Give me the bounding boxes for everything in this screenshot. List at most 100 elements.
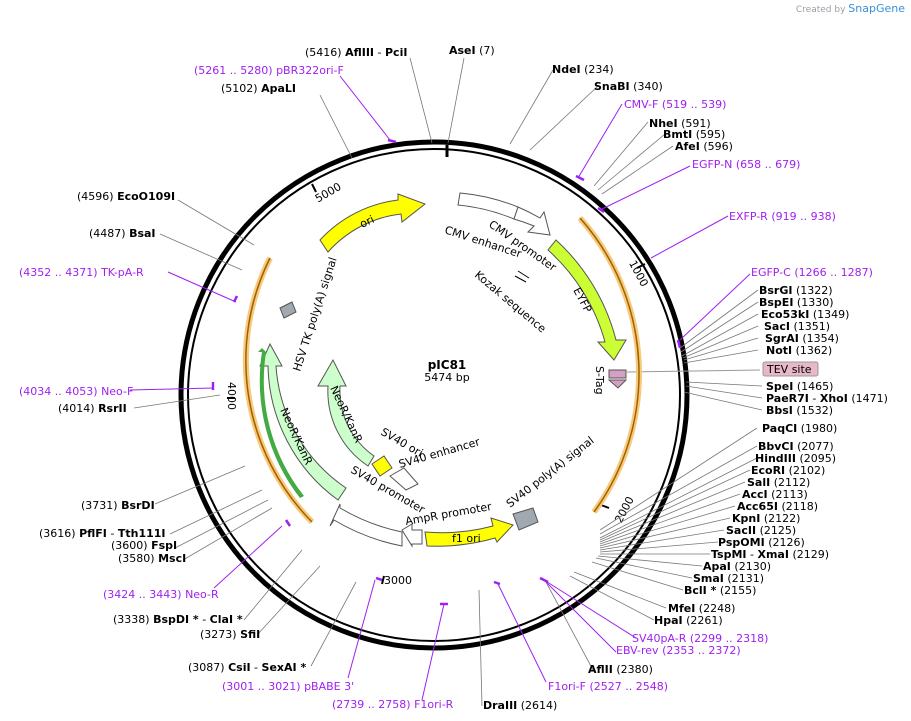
enzyme-pos: (2155) [720,584,757,597]
feature-cmv-promoter[interactable] [513,206,551,236]
svg-text:EGFP-N (658 .. 679): EGFP-N (658 .. 679) [692,158,800,171]
svg-text:Acc65I (2118): Acc65I (2118) [737,500,818,513]
snapgene-credit: Created by SnapGene [796,2,905,15]
enzyme-name: ApaI [703,560,731,573]
enzyme-pos: (1330) [797,296,834,309]
enzyme-name: Eco53kI [761,308,809,321]
enzyme-pos: (2077) [797,440,834,453]
enzyme-pos: (2113) [771,488,808,501]
feature-sv40-enhancer[interactable] [389,467,419,491]
svg-text:KpnI (2122): KpnI (2122) [732,512,800,525]
enzyme-pos: (3731) [81,499,118,512]
primer-name: pBABE 3' [304,680,354,693]
svg-text:AccI (2113): AccI (2113) [742,488,808,501]
primer-name: EBV-rev [616,644,659,657]
svg-text:(5261 .. 5280) pBR322ori-F: (5261 .. 5280) pBR322ori-F [194,64,344,77]
feature-f1-ori[interactable] [424,517,514,547]
primer-name: EGFP-N [692,158,732,171]
svg-text:(4034 .. 4053) Neo-F: (4034 .. 4053) Neo-F [19,385,133,398]
svg-text:EBV-rev (2353 .. 2372): EBV-rev (2353 .. 2372) [616,644,741,657]
enzyme-name: BmtI [663,128,692,141]
feature-sv40-polya[interactable] [512,507,539,531]
feature-hsv-tk[interactable] [279,301,297,319]
label-sv40-polya: SV40 poly(A) signal [504,434,597,510]
svg-text:AflII (2380): AflII (2380) [588,663,653,676]
enzyme-name: NdeI [552,63,581,76]
svg-text:AfeI (596): AfeI (596) [675,140,733,153]
enzyme-name: BsaI [129,227,155,240]
enzyme-name: HpaI [654,614,683,627]
credit-text: Created by [795,5,846,15]
tev-site-box[interactable] [762,361,819,377]
feature-orange-arc-right [579,217,640,513]
enzyme-pos: (5102) [221,82,258,95]
label-ori: ori [358,213,376,231]
enzyme-pos: (234) [584,63,614,76]
svg-text:EXFP-R (919 .. 938): EXFP-R (919 .. 938) [729,210,836,223]
enzyme-pos: (596) [703,140,733,153]
enzyme-pos: (2614) [521,699,558,712]
enzyme-name: MscI [158,552,186,565]
enzyme-pos: (591) [681,117,711,130]
svg-text:(3580) MscI: (3580) MscI [118,552,186,565]
feature-sv40-promoter[interactable] [329,503,403,547]
enzyme-name: SgrAI [765,332,799,345]
label-kozak: Kozak sequence [472,268,549,335]
primer-range: (2739 .. 2758) [332,698,411,711]
enzyme-pos: (3616) [39,527,76,540]
feature-neor-outer[interactable] [259,342,347,501]
enzyme-pos: (2380) [616,663,653,676]
feature-stag[interactable] [608,369,627,379]
svg-text:Eco53kI (1349): Eco53kI (1349) [761,308,849,321]
svg-text:NdeI (234): NdeI (234) [552,63,614,76]
enzyme-pos: (3273) [200,628,237,641]
primer-name: TK-pA-R [100,266,144,279]
enzyme-pos: (2102) [789,464,826,477]
label-hsv-tk: HSV TK poly(A) signal [290,256,339,373]
svg-text:(3338) BspDI * - ClaI *: (3338) BspDI * - ClaI * [113,613,243,626]
enzyme-pos: (7) [479,44,495,57]
enzyme-name: FspI [151,539,177,552]
primer-marks [211,138,682,606]
svg-text:ApaI (2130): ApaI (2130) [703,560,771,573]
enzyme-name: BsrDI [121,499,155,512]
enzyme-name: PflFI [79,527,107,540]
feature-ori[interactable] [319,193,427,253]
kozak-mark [514,275,527,283]
primer-name: Neo-R [185,588,219,601]
enzyme-name: Acc65I [737,500,778,513]
svg-text:PaeR7I - XhoI (1471): PaeR7I - XhoI (1471) [766,392,888,405]
enzyme-pos: (1471) [851,392,888,405]
enzyme-pos: (1349) [813,308,850,321]
enzyme-name: MfeI [668,602,695,615]
enzyme-pos: (5416) [305,46,342,59]
enzyme-pos: (340) [633,80,663,93]
feature-eyfp[interactable] [547,239,627,361]
svg-text:BbsI (1532): BbsI (1532) [766,404,833,417]
enzyme-name: TspMI [711,548,747,561]
feature-ampr-promoter[interactable] [401,523,423,548]
enzyme-pos: (2130) [734,560,771,573]
svg-text:(3600) FspI: (3600) FspI [111,539,177,552]
enzyme-pos: (4014) [58,402,95,415]
svg-text:AseI (7): AseI (7) [449,44,495,57]
enzyme-name: SfiI [240,628,260,641]
primer-range: (2353 .. 2372) [662,644,741,657]
svg-text:SV40pA-R (2299 .. 2318): SV40pA-R (2299 .. 2318) [632,632,768,645]
primer-leader-lines [129,75,751,701]
enzyme-name: EcoO109I [117,190,175,203]
svg-text:EcoRI (2102): EcoRI (2102) [751,464,825,477]
label-f1-ori: f1 ori [452,532,481,545]
primer-name: F1ori-F [548,680,586,693]
feature-cmv-enhancer[interactable] [457,192,519,220]
enzyme-pos: (3600) [111,539,148,552]
svg-text:(3001 .. 3021) pBABE 3': (3001 .. 3021) pBABE 3' [222,680,354,693]
svg-text:(3616) PflFI - Tth111I: (3616) PflFI - Tth111I [39,527,166,540]
feature-neor-inner[interactable] [317,358,375,467]
enzyme-name: BclI * [684,584,717,597]
enzyme-pos: (2095) [799,452,836,465]
feature-sv40-ori[interactable] [371,455,393,477]
primer-range: (3001 .. 3021) [222,680,301,693]
svg-text:SacII (2125): SacII (2125) [726,524,796,537]
backbone-outer [178,139,690,651]
